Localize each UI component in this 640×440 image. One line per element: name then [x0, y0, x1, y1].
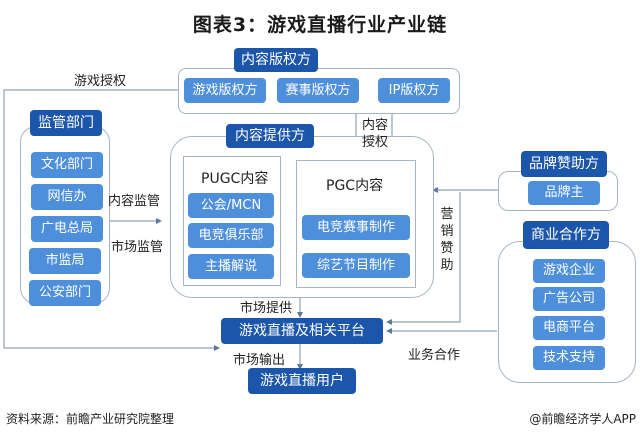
label-char: 营 [440, 207, 454, 222]
business-partners-header: 商业合作方 [523, 221, 609, 249]
pugc-item: 公会/MCN [188, 193, 274, 218]
content-rights-item: IP版权方 [378, 78, 450, 103]
label-market-supervision: 市场监管 [111, 240, 164, 255]
platform-node: 游戏直播及相关平台 [221, 318, 383, 344]
edge-game-license [3, 89, 214, 349]
label-business-cooperation: 业务合作 [408, 348, 461, 363]
pgc-title: PGC内容 [326, 178, 384, 194]
source-note: 资料来源：前瞻产业研究院整理 [6, 412, 175, 426]
business-partner-item: 电商平台 [533, 316, 605, 340]
regulator-item: 公安部门 [29, 280, 101, 306]
label-content-supervision: 内容监管 [108, 194, 161, 209]
diagram-title: 图表3：游戏直播行业产业链 [192, 14, 448, 36]
arrow-head [386, 319, 392, 325]
regulator-item: 文化部门 [31, 152, 103, 178]
edge-marketing-to-platform [390, 192, 461, 323]
business-partner-item: 游戏企业 [533, 259, 605, 283]
content-rights-item: 游戏版权方 [184, 78, 266, 103]
label-content-license-1: 内容 [362, 118, 389, 133]
label-char: 助 [440, 258, 454, 273]
pugc-title: PUGC内容 [201, 171, 269, 187]
content-providers-header: 内容提供方 [226, 124, 314, 148]
brand-sponsor-item: 品牌主 [528, 181, 600, 205]
business-partner-item: 广告公司 [533, 287, 605, 311]
pugc-item: 主播解说 [188, 254, 274, 279]
regulators-header: 监管部门 [30, 110, 102, 136]
brand-sponsors-header: 品牌赞助方 [521, 151, 607, 177]
pgc-item: 综艺节目制作 [302, 253, 410, 278]
label-market-supply: 市场提供 [240, 301, 293, 316]
pgc-item: 电竞赛事制作 [302, 215, 410, 240]
arrow-head [214, 345, 220, 351]
label-game-license: 游戏授权 [74, 74, 127, 89]
label-content-license-2: 授权 [362, 135, 389, 150]
content-rights-item: 赛事版权方 [277, 78, 359, 103]
regulator-item: 市监局 [29, 248, 101, 274]
label-char: 赞 [440, 241, 454, 256]
label-char: 销 [440, 224, 454, 239]
arrow-head [297, 312, 303, 318]
arrow-head [386, 328, 392, 334]
regulator-item: 网信办 [31, 184, 103, 210]
content-rights-header: 内容版权方 [234, 48, 318, 72]
arrow-head [156, 218, 162, 224]
arrow-head [297, 364, 303, 370]
pugc-item: 电竞俱乐部 [188, 223, 274, 248]
label-marketing-sponsorship: 营 销 赞 助 [440, 206, 454, 274]
business-partner-item: 技术支持 [533, 346, 605, 370]
users-node: 游戏直播用户 [248, 368, 356, 394]
label-market-output: 市场输出 [233, 353, 286, 368]
arrow-head [432, 187, 438, 193]
credit-note: @前瞻经济学人APP [529, 412, 636, 426]
regulator-item: 广电总局 [31, 216, 103, 242]
